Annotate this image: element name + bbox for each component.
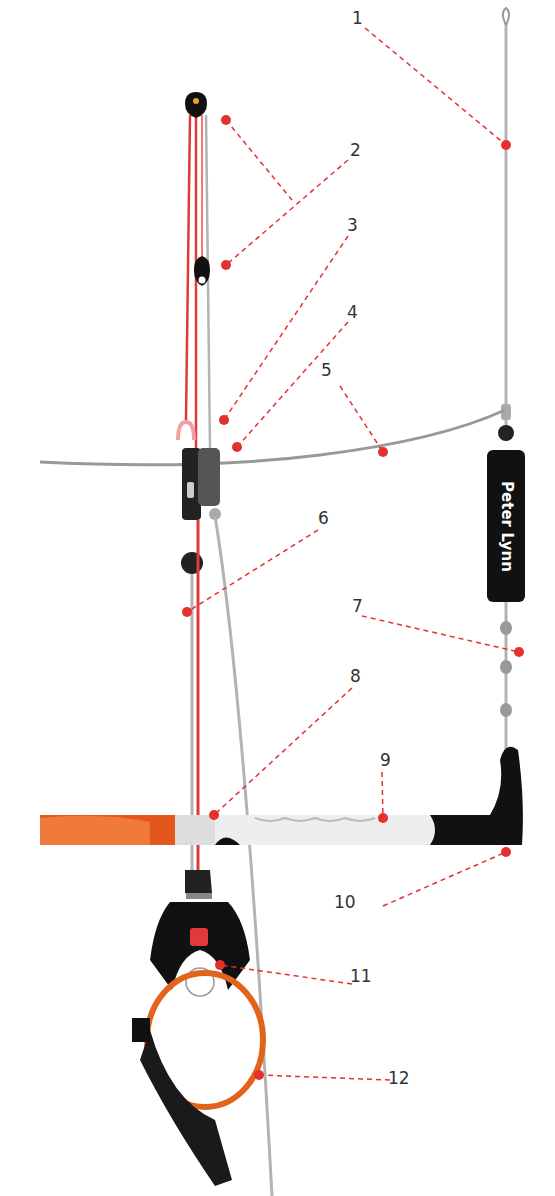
callout-number: 11 [350,968,372,985]
callout-number: 8 [350,668,361,685]
callout-number: 7 [352,598,363,615]
callout-number: 2 [350,142,361,159]
callout-number: 6 [318,510,329,527]
callout-number: 1 [352,10,363,27]
callout-number: 4 [347,304,358,321]
callout-number: 9 [380,752,391,769]
callout-number: 10 [334,894,356,911]
logo-text: Peter Lynn [498,481,513,572]
callout-number: 3 [347,217,358,234]
callout-number: 12 [388,1070,410,1087]
callout-number: 5 [321,362,332,379]
